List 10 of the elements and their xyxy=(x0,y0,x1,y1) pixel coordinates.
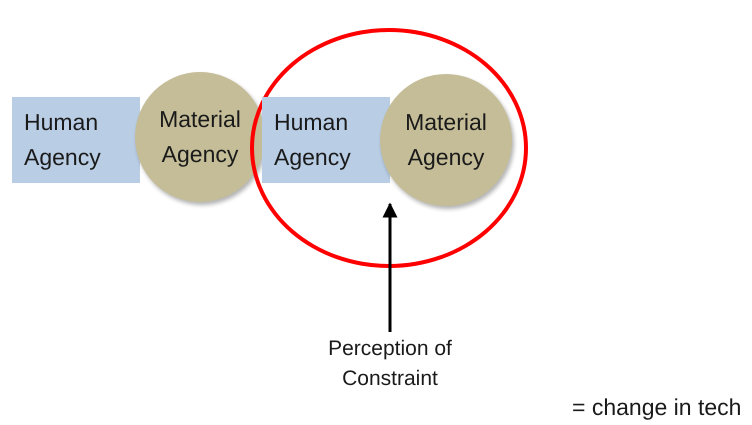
node-label: Material Agency xyxy=(158,105,242,169)
node-label: Human Agency xyxy=(24,108,102,172)
annotation-text: Perception of Constraint xyxy=(327,336,453,392)
node-label: Material Agency xyxy=(404,108,488,172)
arrow xyxy=(382,202,398,332)
highlight-circle xyxy=(250,28,528,268)
process-box xyxy=(262,97,390,183)
process-box xyxy=(12,97,140,183)
note-text: = change in tech xyxy=(572,393,742,422)
node-label: Human Agency xyxy=(274,108,352,172)
